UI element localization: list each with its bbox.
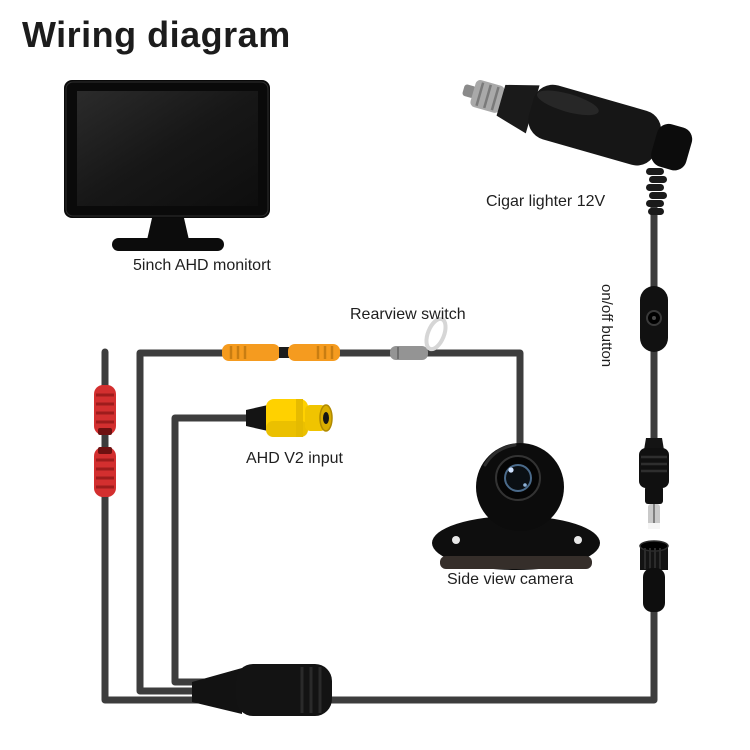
cable-junction <box>192 664 332 716</box>
monitor-label: 5inch AHD monitort <box>133 257 271 274</box>
side-camera-label: Side view camera <box>447 571 574 588</box>
ahd-input-label: AHD V2 input <box>246 450 343 467</box>
switch-loop <box>424 316 448 352</box>
orange-connector <box>222 344 340 361</box>
yellow-rca-connector <box>246 399 333 437</box>
red-connector <box>94 385 116 497</box>
dc-jack-female <box>639 540 669 612</box>
switch-sleeve <box>390 346 428 360</box>
cigar-lighter-coil <box>646 168 667 215</box>
cigar-lighter-illustration <box>462 80 693 171</box>
page-title: Wiring diagram <box>22 14 291 55</box>
dc-plug-male <box>639 438 669 529</box>
monitor-screen <box>77 91 258 206</box>
cigar-wire-lower <box>328 604 658 704</box>
camera-wire <box>136 349 524 695</box>
onoff-button-illustration <box>640 286 668 352</box>
camera-adhesive-pad <box>440 556 592 569</box>
cigar-lighter-label: Cigar lighter 12V <box>486 193 606 210</box>
monitor-stand <box>147 218 189 240</box>
rearview-switch-label: Rearview switch <box>350 306 466 323</box>
onoff-button-label: on/off button <box>598 284 615 368</box>
video-wire <box>171 414 256 686</box>
camera-illustration <box>432 443 600 570</box>
rearview-switch-illustration <box>390 316 448 360</box>
monitor-illustration <box>64 80 270 251</box>
